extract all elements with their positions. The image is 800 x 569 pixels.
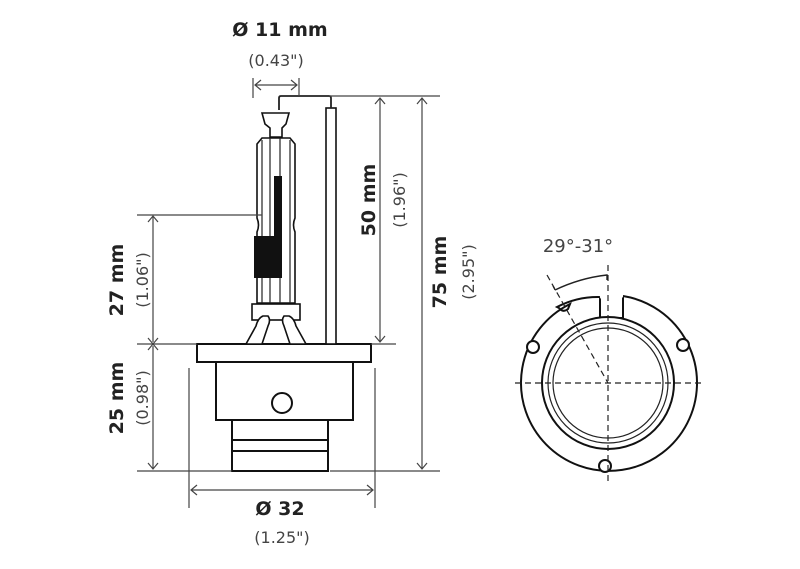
dimension-top-diameter: Ø 11 mm (0.43") (232, 19, 328, 98)
base-lower (231, 419, 329, 472)
top-cap (260, 112, 291, 138)
top-diameter-label: Ø 11 mm (232, 19, 327, 41)
dimension-base-height: 25 mm (0.98") (106, 343, 232, 472)
top-diameter-inch: (0.43") (248, 51, 303, 70)
total-height-inch: (2.95") (459, 244, 478, 299)
return-wire (325, 107, 337, 345)
base-height-label: 25 mm (106, 362, 128, 435)
base-diameter-label: Ø 32 (255, 498, 304, 520)
base-diameter-inch: (1.25") (254, 528, 309, 547)
arc-height-label: 27 mm (106, 244, 128, 317)
angle-label: 29°-31° (543, 236, 613, 257)
base-height-inch: (0.98") (133, 370, 152, 425)
electrode-shield (274, 176, 282, 256)
dimension-base-diameter: Ø 32 (1.25") (188, 368, 376, 547)
base-hole (271, 392, 293, 414)
bulb-side-view (196, 95, 372, 472)
total-height-label: 75 mm (429, 236, 451, 309)
bulb-top-view: 29°-31° (515, 236, 702, 485)
glass-height-label: 50 mm (358, 164, 380, 237)
arc-height-inch: (1.06") (133, 252, 152, 307)
dimension-glass-height: 50 mm (1.96") (329, 95, 440, 345)
dimension-total-height: 75 mm (2.95") (330, 97, 478, 472)
glass-height-inch: (1.96") (390, 172, 409, 227)
dimension-arc-height: 27 mm (1.06") (106, 214, 262, 345)
flange-plate (196, 343, 372, 363)
ignitor-block (254, 236, 282, 278)
